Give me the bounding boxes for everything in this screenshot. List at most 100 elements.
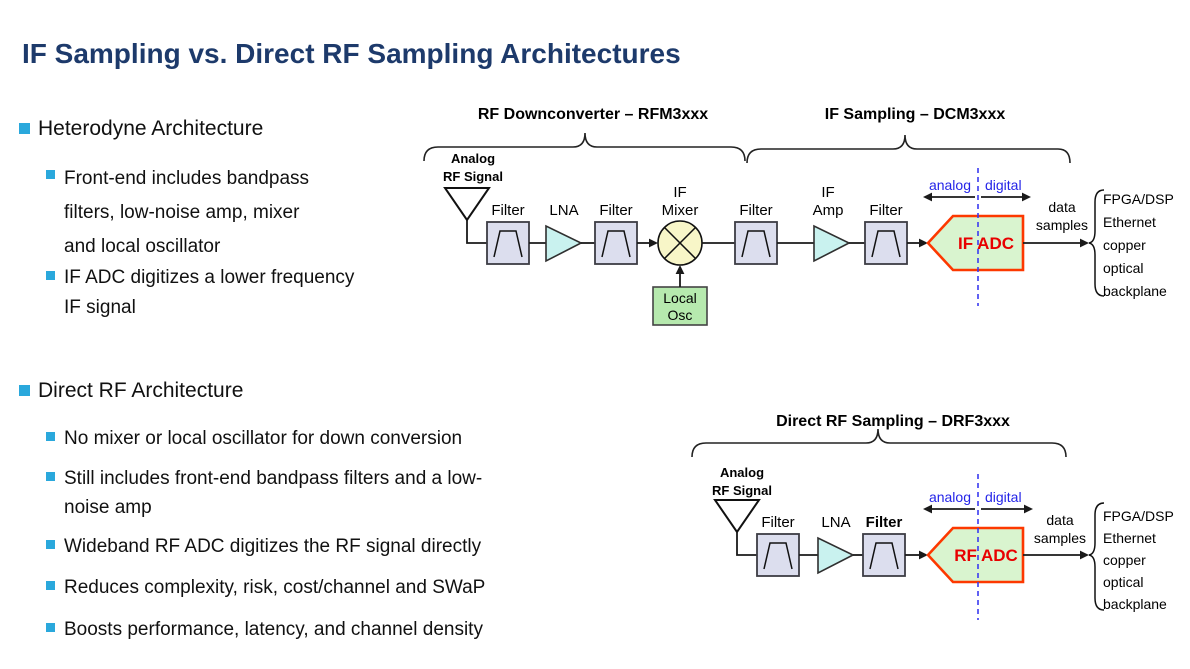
source-label: Analog	[720, 465, 764, 480]
arrowhead-icon	[919, 238, 928, 248]
heading-heterodyne: Heterodyne Architecture	[19, 116, 264, 142]
bullet-item: No mixer or local oscillator for down co…	[46, 424, 463, 453]
group-label-rf-downconverter: RF Downconverter – RFM3xxx	[478, 106, 708, 123]
bullet-text: Boosts performance, latency, and channel…	[64, 619, 483, 640]
output-item: copper	[1103, 552, 1146, 568]
local-osc-label: Osc	[668, 307, 693, 323]
bullet-text: Wideband RF ADC digitizes the RF signal …	[64, 536, 482, 557]
lna-label: LNA	[821, 514, 850, 531]
output-brace	[1088, 502, 1105, 611]
brace-direct-rf	[691, 428, 1067, 458]
if-adc-label: IF ADC	[958, 234, 1014, 253]
brace-if-sampling	[746, 134, 1071, 164]
direct-rf-diagram: Direct RF Sampling – DRF3xxx Analog RF S…	[691, 413, 1174, 620]
output-item: backplane	[1103, 283, 1167, 299]
arrowhead-icon	[919, 550, 928, 560]
bullet-text: IF ADC digitizes a lower frequency IF si…	[64, 267, 355, 318]
local-osc-block	[652, 286, 708, 326]
arrowhead-icon	[1080, 238, 1089, 248]
bullet-item: Still includes front-end bandpass filter…	[46, 464, 483, 522]
heading-text: Direct RF Architecture	[38, 379, 244, 402]
arrowhead-icon	[675, 265, 685, 274]
bullet-item: Wideband RF ADC digitizes the RF signal …	[46, 532, 482, 561]
brace-rf-downconverter	[423, 132, 746, 162]
heterodyne-diagram: RF Downconverter – RFM3xxx IF Sampling –…	[423, 106, 1174, 326]
if-amp-label: IF	[821, 184, 834, 201]
bullet-square-icon	[19, 123, 30, 134]
mixer-cross-icon	[663, 226, 697, 260]
output-item: copper	[1103, 237, 1146, 253]
data-samples-label: samples	[1034, 530, 1086, 546]
filter-label: Filter	[491, 202, 524, 219]
arrowhead-icon	[1024, 504, 1033, 514]
bullet-square-icon	[46, 540, 55, 549]
bullet-item: Boosts performance, latency, and channel…	[46, 615, 483, 644]
bullet-item: Front-end includes bandpass filters, low…	[46, 162, 310, 264]
bullet-square-icon	[46, 432, 55, 441]
filter-block	[734, 221, 778, 265]
bandpass-icon	[741, 230, 771, 258]
signal-line	[466, 220, 487, 244]
arrowhead-icon	[649, 238, 658, 248]
digital-label: digital	[985, 489, 1022, 505]
if-amp-label: Amp	[813, 202, 844, 219]
analog-label: analog	[929, 489, 971, 505]
signal-line	[736, 532, 757, 556]
output-item: optical	[1103, 260, 1143, 276]
data-samples-label: samples	[1036, 217, 1088, 233]
output-brace	[1088, 189, 1105, 297]
bullet-item: Reduces complexity, risk, cost/channel a…	[46, 573, 485, 602]
antenna-icon	[443, 187, 491, 222]
bullet-square-icon	[46, 623, 55, 632]
output-item: backplane	[1103, 596, 1167, 612]
page-title: IF Sampling vs. Direct RF Sampling Archi…	[22, 38, 681, 69]
output-item: FPGA/DSP	[1103, 508, 1174, 524]
bullet-text: Still includes front-end bandpass filter…	[64, 468, 483, 518]
source-label: Analog	[451, 151, 495, 166]
lna-amplifier-icon	[545, 224, 583, 263]
group-label-if-sampling: IF Sampling – DCM3xxx	[825, 106, 1006, 123]
lna-label: LNA	[549, 202, 578, 219]
analog-label: analog	[929, 177, 971, 193]
bullet-square-icon	[46, 472, 55, 481]
heading-direct-rf: Direct RF Architecture	[19, 378, 244, 404]
bandpass-icon	[601, 230, 631, 258]
source-label: RF Signal	[443, 169, 503, 184]
filter-label: Filter	[739, 202, 772, 219]
bandpass-icon	[763, 542, 793, 570]
filter-block	[594, 221, 638, 265]
mixer-label: Mixer	[662, 202, 699, 219]
output-item: Ethernet	[1103, 530, 1156, 546]
local-osc-label: Local	[663, 290, 696, 306]
arrowhead-icon	[1080, 550, 1089, 560]
filter-block	[862, 533, 906, 577]
filter-block	[756, 533, 800, 577]
data-samples-label: data	[1048, 199, 1075, 215]
rf-adc-label: RF ADC	[954, 546, 1018, 565]
bullet-text: No mixer or local oscillator for down co…	[64, 428, 463, 449]
arrowhead-icon	[923, 192, 932, 202]
bullet-square-icon	[46, 271, 55, 280]
bandpass-icon	[871, 230, 901, 258]
bullet-square-icon	[19, 385, 30, 396]
mixer-label: IF	[673, 184, 686, 201]
bullet-text: Front-end includes bandpass filters, low…	[64, 168, 310, 257]
filter-block	[864, 221, 908, 265]
bullet-square-icon	[46, 170, 55, 179]
output-item: Ethernet	[1103, 214, 1156, 230]
bandpass-icon	[493, 230, 523, 258]
if-amplifier-icon	[813, 224, 851, 263]
bullet-item: IF ADC digitizes a lower frequency IF si…	[46, 263, 355, 323]
output-item: FPGA/DSP	[1103, 191, 1174, 207]
source-label: RF Signal	[712, 483, 772, 498]
data-samples-label: data	[1046, 512, 1073, 528]
lna-amplifier-icon	[817, 536, 855, 575]
filter-label: Filter	[869, 202, 902, 219]
arrowhead-icon	[1022, 192, 1031, 202]
antenna-icon	[713, 499, 761, 534]
bandpass-icon	[869, 542, 899, 570]
heading-text: Heterodyne Architecture	[38, 117, 264, 140]
filter-label: Filter	[866, 514, 903, 531]
